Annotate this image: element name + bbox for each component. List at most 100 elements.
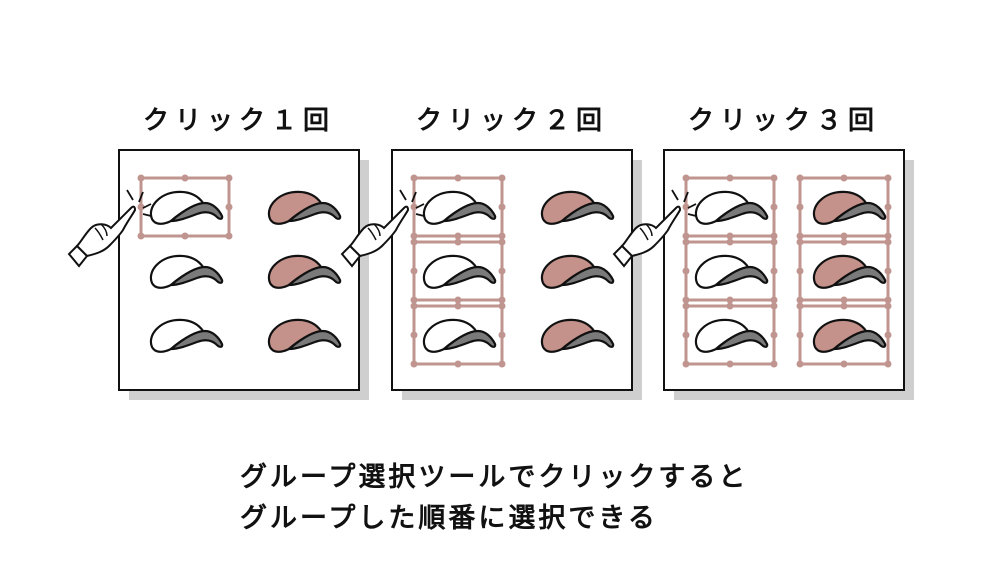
cap-brim bbox=[714, 265, 769, 287]
selection-handle bbox=[137, 174, 145, 182]
selection-handle bbox=[726, 302, 734, 310]
selection-handle bbox=[682, 174, 690, 182]
selection-handle bbox=[410, 302, 418, 310]
cap-icon bbox=[149, 318, 224, 353]
selection-handle bbox=[770, 267, 778, 275]
selection-handle bbox=[454, 360, 462, 368]
selection-handle bbox=[726, 174, 734, 182]
cap-icon bbox=[812, 254, 887, 289]
pointing-hand-icon bbox=[67, 189, 152, 268]
selection-handle bbox=[840, 174, 848, 182]
selection-handle bbox=[454, 302, 462, 310]
click-spark bbox=[142, 203, 152, 209]
cap-brim bbox=[442, 265, 497, 287]
selection-handle bbox=[682, 232, 690, 240]
selection-handle bbox=[884, 302, 892, 310]
selection-handle bbox=[884, 232, 892, 240]
hand-fingers bbox=[94, 223, 108, 241]
selection-handle bbox=[410, 296, 418, 304]
selection-handle bbox=[796, 238, 804, 246]
selection-box bbox=[796, 174, 892, 240]
selection-box bbox=[682, 174, 778, 240]
selection-handle bbox=[726, 296, 734, 304]
hand-cuff bbox=[612, 244, 634, 268]
cap-brim bbox=[169, 329, 224, 351]
selection-handle bbox=[410, 331, 418, 339]
panel-title-3: クリック３回 bbox=[687, 106, 880, 136]
selection-handle bbox=[181, 174, 189, 182]
selection-handle bbox=[410, 360, 418, 368]
cap-icon bbox=[267, 318, 342, 353]
cap-brim bbox=[287, 265, 342, 287]
cap-brim bbox=[714, 329, 769, 351]
selection-handle bbox=[410, 238, 418, 246]
selection-handle bbox=[770, 360, 778, 368]
click-spark bbox=[411, 191, 417, 203]
selection-handle bbox=[796, 203, 804, 211]
cap-brim bbox=[287, 201, 342, 223]
selection-handle bbox=[726, 238, 734, 246]
caption-line-2: グループした順番に選択できる bbox=[240, 503, 658, 534]
cap-icon bbox=[267, 190, 342, 225]
click-spark bbox=[683, 191, 689, 203]
selection-handle bbox=[840, 360, 848, 368]
selection-handle bbox=[840, 232, 848, 240]
cap-brim bbox=[169, 201, 224, 223]
selection-handle bbox=[137, 232, 145, 240]
cap-icon bbox=[422, 254, 497, 289]
selection-handle bbox=[726, 360, 734, 368]
panel-3 bbox=[612, 149, 914, 400]
selection-handle bbox=[498, 238, 506, 246]
cap-icon bbox=[812, 318, 887, 353]
panel-2 bbox=[340, 149, 642, 400]
hand-fingers bbox=[367, 223, 381, 241]
selection-box bbox=[137, 174, 233, 240]
pointing-hand-icon bbox=[340, 189, 425, 268]
selection-handle bbox=[181, 232, 189, 240]
selection-handle bbox=[770, 232, 778, 240]
cap-icon bbox=[422, 318, 497, 353]
cap-icon bbox=[694, 190, 769, 225]
cap-icon bbox=[540, 318, 615, 353]
selection-handle bbox=[840, 296, 848, 304]
selection-box bbox=[410, 302, 506, 368]
cap-brim bbox=[287, 329, 342, 351]
cap-icon bbox=[267, 254, 342, 289]
selection-handle bbox=[884, 296, 892, 304]
hand-cuff bbox=[67, 244, 89, 268]
cap-brim bbox=[560, 329, 615, 351]
selection-handle bbox=[454, 296, 462, 304]
cap-brim bbox=[560, 201, 615, 223]
click-spark bbox=[415, 203, 425, 209]
selection-handle bbox=[137, 203, 145, 211]
cap-icon bbox=[149, 254, 224, 289]
selection-handle bbox=[682, 238, 690, 246]
selection-box bbox=[796, 302, 892, 368]
selection-handle bbox=[410, 267, 418, 275]
cap-icon bbox=[694, 254, 769, 289]
click-spark bbox=[687, 213, 697, 217]
selection-handle bbox=[884, 238, 892, 246]
selection-handle bbox=[770, 296, 778, 304]
selection-handle bbox=[796, 360, 804, 368]
selection-handle bbox=[498, 302, 506, 310]
selection-handle bbox=[726, 232, 734, 240]
cap-brim bbox=[714, 201, 769, 223]
click-spark bbox=[671, 189, 679, 201]
caption-line-1: グループ選択ツールでクリックすると bbox=[240, 462, 749, 493]
selection-handle bbox=[498, 296, 506, 304]
pointing-hand-icon bbox=[612, 189, 697, 268]
cap-brim bbox=[169, 265, 224, 287]
hand-cuff bbox=[340, 244, 362, 268]
hand-fingers bbox=[639, 223, 653, 241]
selection-handle bbox=[682, 331, 690, 339]
selection-handle bbox=[884, 174, 892, 182]
cap-icon bbox=[422, 190, 497, 225]
selection-handle bbox=[770, 203, 778, 211]
cap-brim bbox=[442, 201, 497, 223]
cap-icon bbox=[812, 190, 887, 225]
click-spark bbox=[126, 189, 134, 201]
cap-icon bbox=[540, 254, 615, 289]
selection-handle bbox=[796, 302, 804, 310]
selection-handle bbox=[884, 267, 892, 275]
